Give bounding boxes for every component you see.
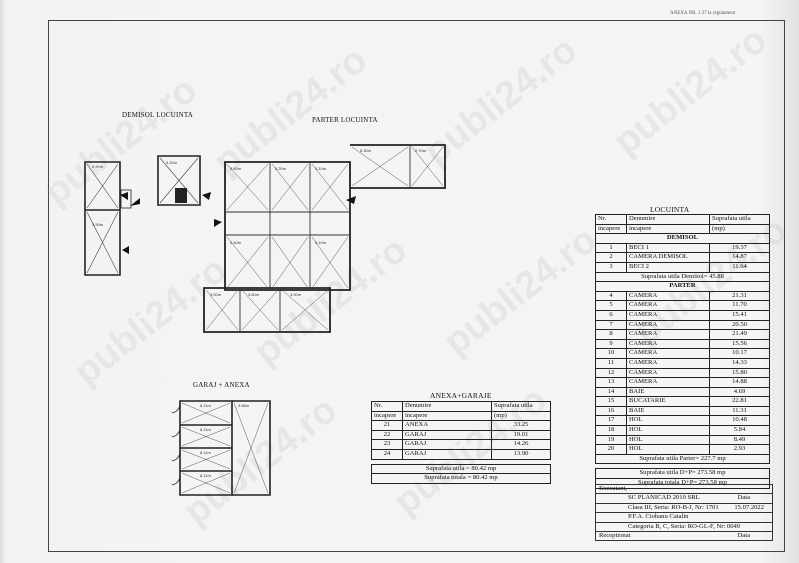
garaj-plan: 8.11m 8.11m 8.11m 8.11m 3.88m <box>171 400 271 496</box>
svg-text:3.10m: 3.10m <box>315 240 327 245</box>
svg-text:3.88m: 3.88m <box>238 403 250 408</box>
anexa-title: ANEXA+GARAJE <box>430 391 492 400</box>
col-denumire: Denumire <box>402 401 492 412</box>
drawing-frame <box>48 20 785 552</box>
executant-categoria: Categoria B, C, Seria: RO-GL-F, Nr: 0049 <box>596 523 772 532</box>
locuinta-title: LOCUINTA <box>650 205 690 214</box>
svg-text:6.30m: 6.30m <box>360 148 372 153</box>
svg-text:3.10m: 3.10m <box>315 166 327 171</box>
svg-text:8.11m: 8.11m <box>200 450 211 455</box>
util-total: Suprafata utila D+P= 273.58 mp <box>595 468 770 480</box>
col-denumire-2: incapere <box>626 223 710 235</box>
annex-note: ANEXA NR. 1.37 la regulament <box>670 11 736 16</box>
svg-text:2.70m: 2.70m <box>415 148 427 153</box>
demisol-total: Suprafata utila Demisol= 45.88 <box>595 271 770 283</box>
svg-text:3.60m: 3.60m <box>248 292 260 297</box>
svg-text:3.00m: 3.00m <box>210 292 222 297</box>
svg-text:4.40m: 4.40m <box>230 240 242 245</box>
executant-pfa: P.F.A. Ciobanu Catalin <box>596 513 772 523</box>
parter-plan: 4.40m 3.20m 3.10m 4.40m 3.10m 6.30m 2.70m 3.0… <box>203 144 446 333</box>
col-suprafata-2: (mp) <box>709 223 770 235</box>
svg-text:3.00m: 3.00m <box>290 292 302 297</box>
locuinta-table: Nr. Denumire Suprafata utila incapere in… <box>595 214 770 489</box>
col-denumire-2: incapere <box>402 410 492 422</box>
parter-title: PARTER LOCUINTA <box>312 116 378 124</box>
col-suprafata-2: (mp) <box>491 410 551 422</box>
demisol-plan: 2.90m 2.90m 3.20m <box>84 155 211 276</box>
totala-total: Suprafata totala D+P= 273.58 mp <box>595 478 770 489</box>
svg-text:8.11m: 8.11m <box>200 473 211 478</box>
svg-text:2.90m: 2.90m <box>92 222 104 227</box>
col-suprafata: Suprafata utila <box>709 214 770 225</box>
anexa-table: Nr. Denumire Suprafata utila incapere in… <box>371 401 551 484</box>
col-suprafata: Suprafata utila <box>491 401 551 412</box>
svg-text:3.20m: 3.20m <box>166 160 178 165</box>
col-nr: Nr. <box>371 401 403 412</box>
parter-total: Suprafata utila Parter= 227.7 mp <box>595 453 770 465</box>
demisol-title: DEMISOL LOCUINTA <box>122 111 194 119</box>
section-parter: PARTER <box>595 281 770 292</box>
anexa-totala-total: Suprafata totala = 80.42 mp <box>371 473 551 484</box>
col-denumire: Denumire <box>626 214 710 225</box>
col-nr: Nr. <box>595 214 627 225</box>
svg-text:8.11m: 8.11m <box>200 427 211 432</box>
anexa-util-total: Suprafata utila = 80.42 mp <box>371 463 551 475</box>
svg-text:8.11m: 8.11m <box>200 403 211 408</box>
col-nr-2: incapere <box>595 223 627 235</box>
svg-text:3.20m: 3.20m <box>275 166 287 171</box>
col-nr-2: incapere <box>371 410 403 422</box>
section-demisol: DEMISOL <box>595 233 770 244</box>
svg-text:4.40m: 4.40m <box>230 166 242 171</box>
garaj-title: GARAJ + ANEXA <box>193 381 250 389</box>
svg-text:2.90m: 2.90m <box>92 164 104 169</box>
executant-label: Executant, <box>596 485 772 495</box>
